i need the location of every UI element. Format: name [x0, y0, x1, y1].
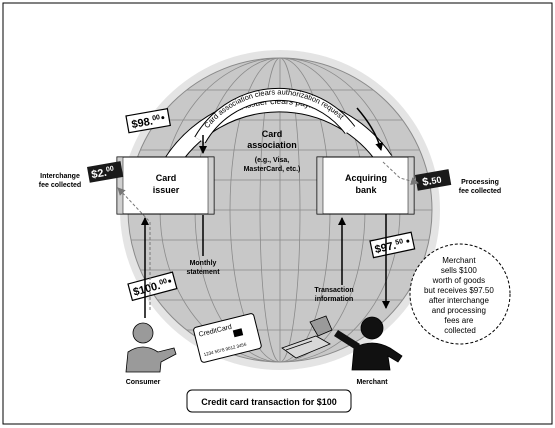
- credit-card-graphic: CreditCard 1234 5678 9012 3456: [193, 313, 262, 363]
- tag-0-50: $.50: [415, 169, 452, 191]
- merchant-label: Merchant: [356, 379, 388, 386]
- merchant-note: Merchant sells $100 worth of goods but r…: [409, 243, 511, 345]
- svg-text:Merchant sells $100: Merchant sells $100 worth of goods but r…: [424, 256, 496, 335]
- svg-text:$.50: $.50: [421, 174, 442, 189]
- consumer-label: Consumer: [126, 379, 161, 386]
- card-association-examples: (e.g., Visa,MasterCard, etc.): [244, 157, 301, 173]
- consumer-figure: [125, 322, 177, 373]
- svg-text:$98.00: $98.00: [131, 114, 162, 131]
- card-terminal: [281, 315, 333, 359]
- tag-98-00: $98.00: [125, 108, 172, 134]
- caption-box: Credit card transaction for $100: [186, 389, 352, 413]
- caption-text: Credit card transaction for $100: [201, 397, 337, 407]
- merchant-figure: [334, 316, 403, 371]
- tag-2-00: $2.00: [87, 161, 124, 183]
- tag-100-00: $100.00: [127, 271, 178, 302]
- interchange-fee-arrow: [117, 187, 151, 310]
- svg-text:$2.00: $2.00: [90, 165, 115, 181]
- processing-fee-arrow: [382, 161, 419, 185]
